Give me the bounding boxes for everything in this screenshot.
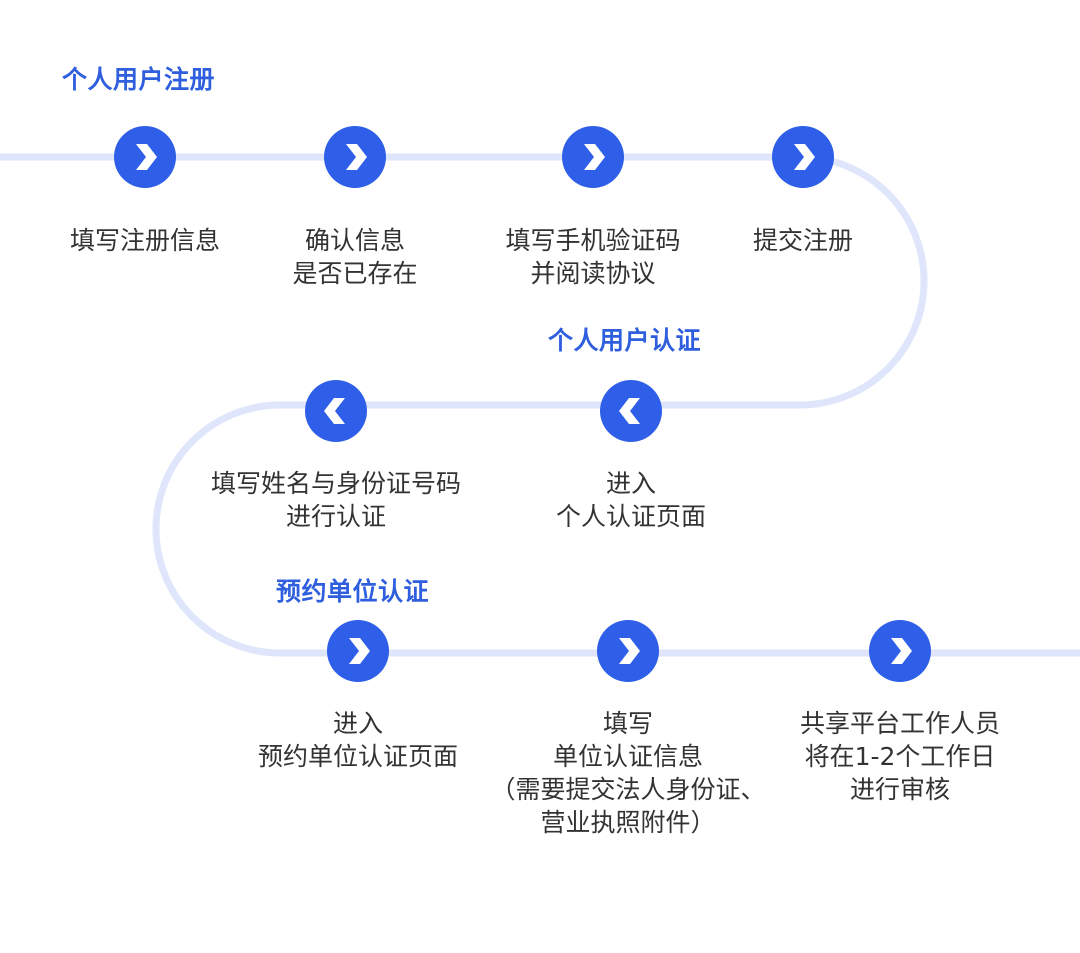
step-label-2: 确认信息是否已存在 [185, 224, 525, 290]
chevron-right-icon [349, 638, 370, 664]
step-label-line: 个人认证页面 [555, 502, 706, 531]
step-node-7 [327, 620, 389, 682]
step-node-6 [305, 380, 367, 442]
chevron-right-icon [136, 144, 157, 170]
step-label-4: 提交注册 [633, 224, 973, 257]
step-label-line: （需要提交法人身份证、 [490, 775, 766, 804]
step-label-line: 营业执照附件） [540, 808, 716, 837]
step-label-line: 是否已存在 [292, 259, 418, 288]
step-label-1: 填写注册信息 [0, 224, 315, 257]
step-node-8 [597, 620, 659, 682]
step-label-line: 进入 [605, 469, 656, 498]
step-node-9 [869, 620, 931, 682]
step-node-5 [600, 380, 662, 442]
step-label-line: 共享平台工作人员 [799, 709, 1000, 738]
step-label-line: 填写注册信息 [69, 226, 220, 255]
chevron-right-icon [794, 144, 815, 170]
step-label-line: 填写姓名与身份证号码 [210, 469, 461, 498]
step-label-line: 填写 [602, 709, 653, 738]
step-label-6: 填写姓名与身份证号码进行认证 [166, 467, 506, 533]
step-label-line: 填写手机验证码 [505, 226, 681, 255]
step-label-7: 进入预约单位认证页面 [188, 707, 528, 773]
step-label-line: 预约单位认证页面 [257, 742, 458, 771]
chevron-right-icon [584, 144, 605, 170]
step-label-8: 填写单位认证信息 （需要提交法人身份证、营业执照附件） [458, 707, 798, 839]
step-label-9: 共享平台工作人员将在1-2个工作日进行审核 [730, 707, 1070, 806]
step-label-line: 将在1-2个工作日 [804, 742, 996, 771]
chevron-left-icon [324, 398, 345, 424]
section-title-personal-verification: 个人用户认证 [548, 326, 702, 355]
chevron-right-icon [619, 638, 640, 664]
chevron-left-icon [619, 398, 640, 424]
step-label-line: 确认信息 [304, 226, 405, 255]
step-label-3: 填写手机验证码并阅读协议 [423, 224, 763, 290]
section-title-personal-registration: 个人用户注册 [62, 65, 216, 94]
step-label-line: 进行审核 [849, 775, 950, 804]
step-label-line: 单位认证信息 [552, 742, 703, 771]
step-node-3 [562, 126, 624, 188]
section-title-org-verification: 预约单位认证 [276, 577, 430, 606]
step-node-4 [772, 126, 834, 188]
step-node-2 [324, 126, 386, 188]
step-label-line: 进行认证 [285, 502, 386, 531]
chevron-right-icon [346, 144, 367, 170]
step-node-1 [114, 126, 176, 188]
step-label-line: 提交注册 [752, 226, 853, 255]
step-label-5: 进入个人认证页面 [461, 467, 801, 533]
step-label-line: 进入 [332, 709, 383, 738]
step-label-line: 并阅读协议 [530, 259, 656, 288]
chevron-right-icon [891, 638, 912, 664]
